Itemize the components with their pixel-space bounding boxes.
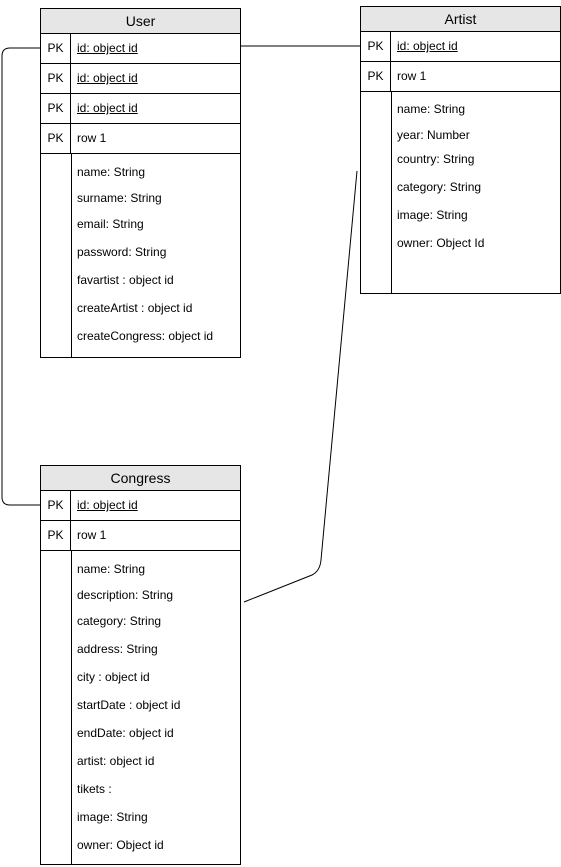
congress-entity[interactable]: Congress PK id: object id PK row 1 name:… xyxy=(40,465,241,865)
congress-attribute[interactable]: category: String xyxy=(77,614,162,628)
artist-attribute[interactable]: name: String xyxy=(397,102,466,116)
user-attribute[interactable]: favartist : object id xyxy=(77,273,174,287)
user-attribute[interactable]: email: String xyxy=(77,217,144,231)
user-attribute-list: name: String surname: String email: Stri… xyxy=(77,154,236,357)
congress-key-row[interactable]: PK id: object id xyxy=(41,491,240,521)
artist-attribute[interactable]: owner: Object Id xyxy=(397,236,485,250)
artist-entity[interactable]: Artist PK id: object id PK row 1 name: S… xyxy=(360,6,561,294)
user-key-row[interactable]: PK id: object id xyxy=(41,94,240,124)
user-attributes: name: String surname: String email: Stri… xyxy=(41,154,240,357)
congress-attribute[interactable]: name: String xyxy=(77,562,146,576)
user-key-row[interactable]: PK id: object id xyxy=(41,64,240,94)
artist-key-row[interactable]: PK id: object id xyxy=(361,32,560,62)
congress-attribute[interactable]: tikets : xyxy=(77,782,112,796)
primary-key-label: PK xyxy=(41,521,71,550)
primary-key-label: PK xyxy=(41,94,71,123)
column-divider xyxy=(71,551,72,864)
user-attribute[interactable]: createCongress: object id xyxy=(77,329,214,343)
congress-key-name: row 1 xyxy=(77,528,107,542)
congress-key-name: id: object id xyxy=(77,498,138,512)
user-key-name: id: object id xyxy=(77,41,138,55)
column-divider xyxy=(391,92,392,293)
artist-attribute[interactable]: year: Number xyxy=(397,128,470,142)
user-key-name: id: object id xyxy=(77,101,138,115)
congress-attribute[interactable]: endDate: object id xyxy=(77,726,174,740)
user-entity[interactable]: User PK id: object id PK id: object id P… xyxy=(40,8,241,358)
congress-attribute[interactable]: startDate : object id xyxy=(77,698,181,712)
primary-key-label: PK xyxy=(41,34,71,63)
congress-attribute[interactable]: description: String xyxy=(77,588,174,602)
primary-key-label: PK xyxy=(361,62,391,91)
artist-key-name: id: object id xyxy=(397,39,458,53)
congress-attributes: name: String description: String categor… xyxy=(41,551,240,864)
congress-attribute[interactable]: owner: Object id xyxy=(77,838,164,852)
user-key-name: id: object id xyxy=(77,71,138,85)
artist-attribute[interactable]: category: String xyxy=(397,180,482,194)
primary-key-label: PK xyxy=(41,491,71,520)
primary-key-label: PK xyxy=(361,32,391,61)
artist-attribute[interactable]: country: String xyxy=(397,152,475,166)
user-key-name: row 1 xyxy=(77,131,107,145)
artist-key-name: row 1 xyxy=(397,69,427,83)
user-attribute[interactable]: createArtist : object id xyxy=(77,301,193,315)
congress-attribute-list: name: String description: String categor… xyxy=(77,551,236,864)
artist-attributes: name: String year: Number country: Strin… xyxy=(361,92,560,293)
primary-key-label: PK xyxy=(41,64,71,93)
user-entity-title: User xyxy=(41,9,240,34)
artist-attribute[interactable]: image: String xyxy=(397,208,468,222)
congress-attribute[interactable]: address: String xyxy=(77,642,158,656)
user-attribute[interactable]: password: String xyxy=(77,245,167,259)
congress-attribute[interactable]: image: String xyxy=(77,810,148,824)
congress-key-row[interactable]: PK row 1 xyxy=(41,521,240,551)
congress-attribute[interactable]: artist: object id xyxy=(77,754,155,768)
user-key-row[interactable]: PK id: object id xyxy=(41,34,240,64)
congress-attribute[interactable]: city : object id xyxy=(77,670,150,684)
column-divider xyxy=(71,154,72,357)
user-attribute[interactable]: surname: String xyxy=(77,191,162,205)
user-attribute[interactable]: name: String xyxy=(77,165,146,179)
artist-congress-relationship-line[interactable] xyxy=(243,170,358,603)
congress-entity-title: Congress xyxy=(41,466,240,491)
artist-attribute-list: name: String year: Number country: Strin… xyxy=(397,92,556,293)
user-key-row[interactable]: PK row 1 xyxy=(41,124,240,154)
user-congress-relationship-line[interactable] xyxy=(1,47,40,506)
primary-key-label: PK xyxy=(41,124,71,153)
artist-entity-title: Artist xyxy=(361,7,560,32)
artist-key-row[interactable]: PK row 1 xyxy=(361,62,560,92)
